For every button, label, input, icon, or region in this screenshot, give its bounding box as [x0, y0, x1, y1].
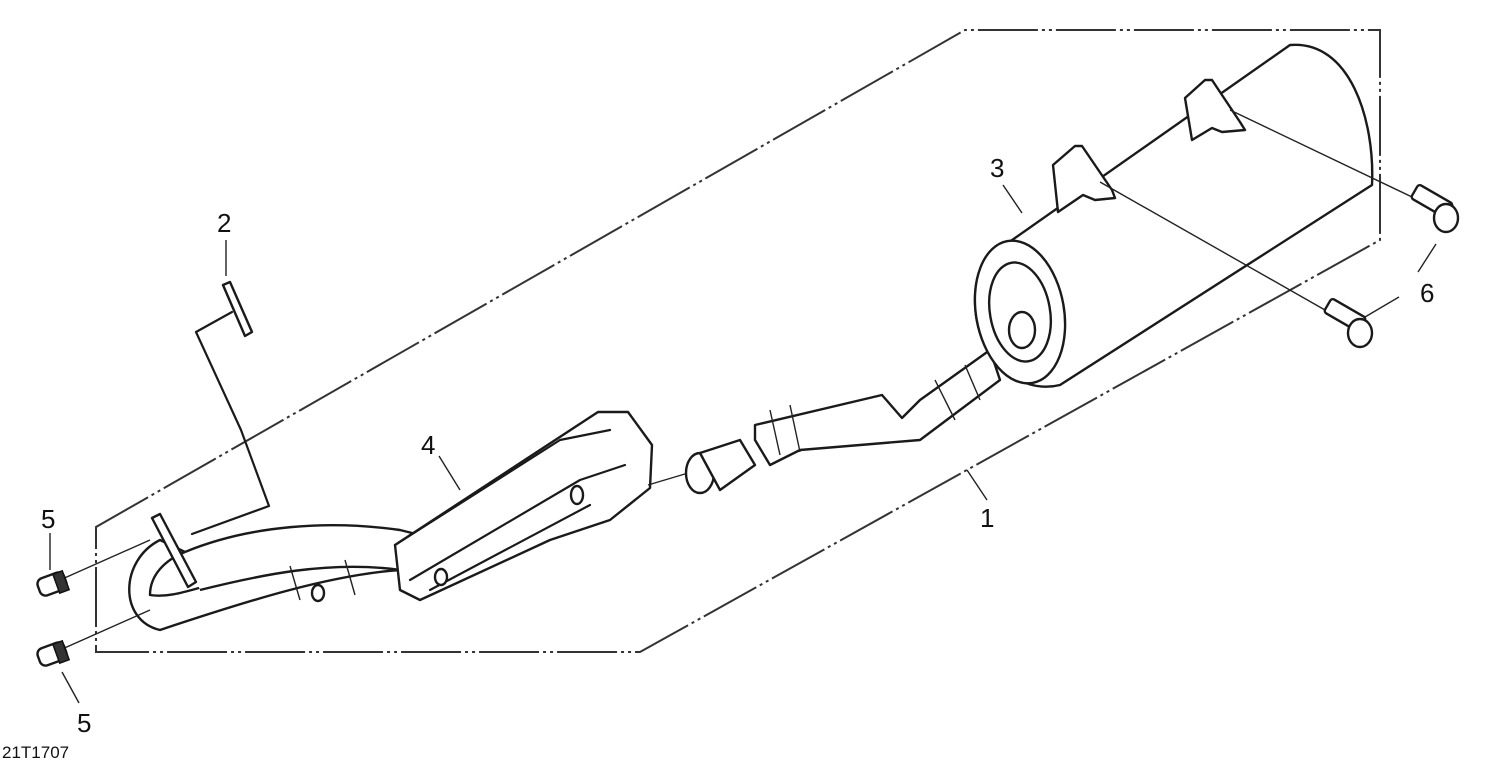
leader-6b: [1364, 296, 1400, 318]
header-flange: [150, 512, 198, 589]
leader-6a: [1417, 243, 1437, 273]
leader-1: [966, 469, 988, 501]
leader-3: [1002, 184, 1023, 214]
callout-5-top: 5: [41, 504, 56, 534]
stud-icon-upper: [36, 539, 151, 597]
header-pipe-icon: [128, 512, 442, 632]
figure-id: 21T1707: [2, 743, 70, 762]
mid-pipe-icon: [684, 348, 1002, 495]
heat-shield-icon: [393, 410, 716, 602]
callout-3: 3: [990, 153, 1005, 183]
bolt-icon-rear: [1229, 109, 1460, 234]
bolt-icon-front: [1099, 181, 1374, 349]
muffler-bracket-rear: [1183, 78, 1247, 142]
callout-4: 4: [421, 430, 436, 460]
muffler-icon: [973, 43, 1374, 388]
callout-1: 1: [980, 503, 995, 533]
spring-pin-icon: [190, 280, 271, 536]
callout-6: 6: [1420, 278, 1435, 308]
callout-5-bottom: 5: [77, 708, 92, 738]
leader-5-bottom: [61, 671, 80, 704]
leader-4: [438, 455, 461, 491]
assembly-boundary: [95, 29, 1381, 653]
muffler-bracket-front: [1051, 144, 1117, 214]
stud-icon-lower: [36, 609, 151, 667]
callout-2: 2: [217, 208, 232, 238]
